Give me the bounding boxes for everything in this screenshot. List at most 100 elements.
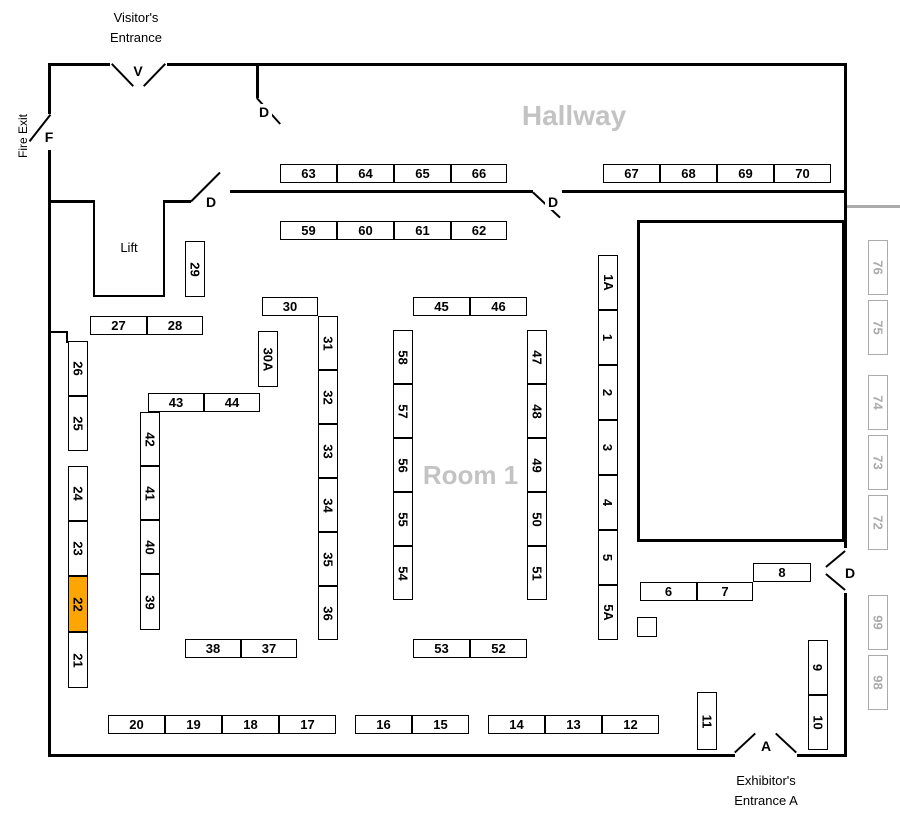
- booth-number: 31: [320, 335, 336, 351]
- booth-45[interactable]: 45: [413, 297, 470, 316]
- booth-24[interactable]: 24: [68, 466, 88, 521]
- booth-99: 99: [868, 595, 888, 650]
- booth-number: 36: [320, 605, 336, 621]
- booth-62[interactable]: 62: [451, 221, 507, 240]
- booth-35[interactable]: 35: [318, 532, 338, 586]
- booth-46[interactable]: 46: [470, 297, 527, 316]
- booth-48[interactable]: 48: [527, 384, 547, 438]
- booth-number: 73: [870, 455, 886, 470]
- booth-68[interactable]: 68: [660, 164, 717, 183]
- booth-10[interactable]: 10: [808, 695, 828, 750]
- booth-number: 38: [205, 641, 221, 656]
- booth-number: 9: [810, 663, 826, 672]
- booth-37[interactable]: 37: [241, 639, 297, 658]
- booth-12[interactable]: 12: [602, 715, 659, 734]
- booth-number: 34: [320, 497, 336, 513]
- booth-4[interactable]: 4: [598, 475, 618, 530]
- booth-66[interactable]: 66: [451, 164, 507, 183]
- booth-36[interactable]: 36: [318, 586, 338, 640]
- booth-number: 45: [434, 299, 449, 314]
- booth-43[interactable]: 43: [148, 393, 204, 412]
- booth-41[interactable]: 41: [140, 466, 160, 520]
- booth-20[interactable]: 20: [108, 715, 165, 734]
- booth-number: 53: [434, 641, 449, 656]
- wall-right-lower: [844, 593, 847, 757]
- booth-1A[interactable]: 1A: [598, 255, 618, 310]
- booth-55[interactable]: 55: [393, 492, 413, 546]
- booth-56[interactable]: 56: [393, 438, 413, 492]
- wall-bottom-right: [797, 754, 847, 757]
- booth-65[interactable]: 65: [394, 164, 451, 183]
- booth-6[interactable]: 6: [640, 582, 697, 601]
- booth-number: 69: [738, 166, 753, 181]
- booth-5A[interactable]: 5A: [598, 585, 618, 640]
- booth-64[interactable]: 64: [337, 164, 394, 183]
- booth-31[interactable]: 31: [318, 316, 338, 370]
- booth-number: 75: [870, 320, 886, 335]
- booth-17[interactable]: 17: [279, 715, 336, 734]
- booth-54[interactable]: 54: [393, 546, 413, 600]
- booth-21[interactable]: 21: [68, 632, 88, 688]
- booth-47[interactable]: 47: [527, 330, 547, 384]
- booth-3[interactable]: 3: [598, 420, 618, 475]
- booth-29[interactable]: 29: [185, 241, 205, 297]
- booth-76: 76: [868, 240, 888, 295]
- booth-18[interactable]: 18: [222, 715, 279, 734]
- booth-69[interactable]: 69: [717, 164, 774, 183]
- booth-38[interactable]: 38: [185, 639, 241, 658]
- booth-57[interactable]: 57: [393, 384, 413, 438]
- booth-30[interactable]: 30: [262, 297, 318, 316]
- booth-25[interactable]: 25: [68, 396, 88, 451]
- booth-1[interactable]: 1: [598, 310, 618, 365]
- booth-49[interactable]: 49: [527, 438, 547, 492]
- booth-13[interactable]: 13: [545, 715, 602, 734]
- visitor-entrance-marker: V: [130, 63, 146, 79]
- booth-26[interactable]: 26: [68, 341, 88, 396]
- booth-number: 19: [186, 717, 201, 732]
- booth-70[interactable]: 70: [774, 164, 831, 183]
- booth-7[interactable]: 7: [697, 582, 753, 601]
- booth-33[interactable]: 33: [318, 424, 338, 478]
- booth-32[interactable]: 32: [318, 370, 338, 424]
- booth-11[interactable]: 11: [697, 692, 717, 750]
- booth-50[interactable]: 50: [527, 492, 547, 546]
- booth-44[interactable]: 44: [204, 393, 260, 412]
- booth-34[interactable]: 34: [318, 478, 338, 532]
- booth-67[interactable]: 67: [603, 164, 660, 183]
- wall-top-main: [167, 63, 847, 66]
- booth-60[interactable]: 60: [337, 221, 394, 240]
- booth-59[interactable]: 59: [280, 221, 337, 240]
- booth-number: 15: [433, 717, 448, 732]
- booth-number: 27: [111, 318, 126, 333]
- visitor-entrance-door-right: [143, 63, 166, 87]
- booth-number: 68: [681, 166, 696, 181]
- booth-42[interactable]: 42: [140, 412, 160, 466]
- booth-9[interactable]: 9: [808, 640, 828, 695]
- booth-number: 10: [810, 715, 826, 730]
- booth-number: 5: [600, 553, 616, 562]
- booth-27[interactable]: 27: [90, 316, 147, 335]
- booth-30A[interactable]: 30A: [258, 331, 278, 387]
- booth-40[interactable]: 40: [140, 520, 160, 574]
- booth-5[interactable]: 5: [598, 530, 618, 585]
- booth-8[interactable]: 8: [753, 563, 811, 582]
- booth-number: 24: [70, 486, 86, 501]
- booth-19[interactable]: 19: [165, 715, 222, 734]
- booth-14[interactable]: 14: [488, 715, 545, 734]
- booth-53[interactable]: 53: [413, 639, 470, 658]
- wall-top-left: [50, 63, 110, 66]
- booth-22[interactable]: 22: [68, 576, 88, 632]
- booth-2[interactable]: 2: [598, 365, 618, 420]
- booth-16[interactable]: 16: [355, 715, 412, 734]
- booth-51[interactable]: 51: [527, 546, 547, 600]
- booth-61[interactable]: 61: [394, 221, 451, 240]
- booth-number: 54: [395, 565, 411, 581]
- booth-63[interactable]: 63: [280, 164, 337, 183]
- booth-15[interactable]: 15: [412, 715, 469, 734]
- booth-52[interactable]: 52: [470, 639, 527, 658]
- fire-exit-label: Fire Exit: [16, 114, 30, 159]
- booth-39[interactable]: 39: [140, 574, 160, 630]
- booth-23[interactable]: 23: [68, 521, 88, 576]
- booth-58[interactable]: 58: [393, 330, 413, 384]
- booth-28[interactable]: 28: [147, 316, 203, 335]
